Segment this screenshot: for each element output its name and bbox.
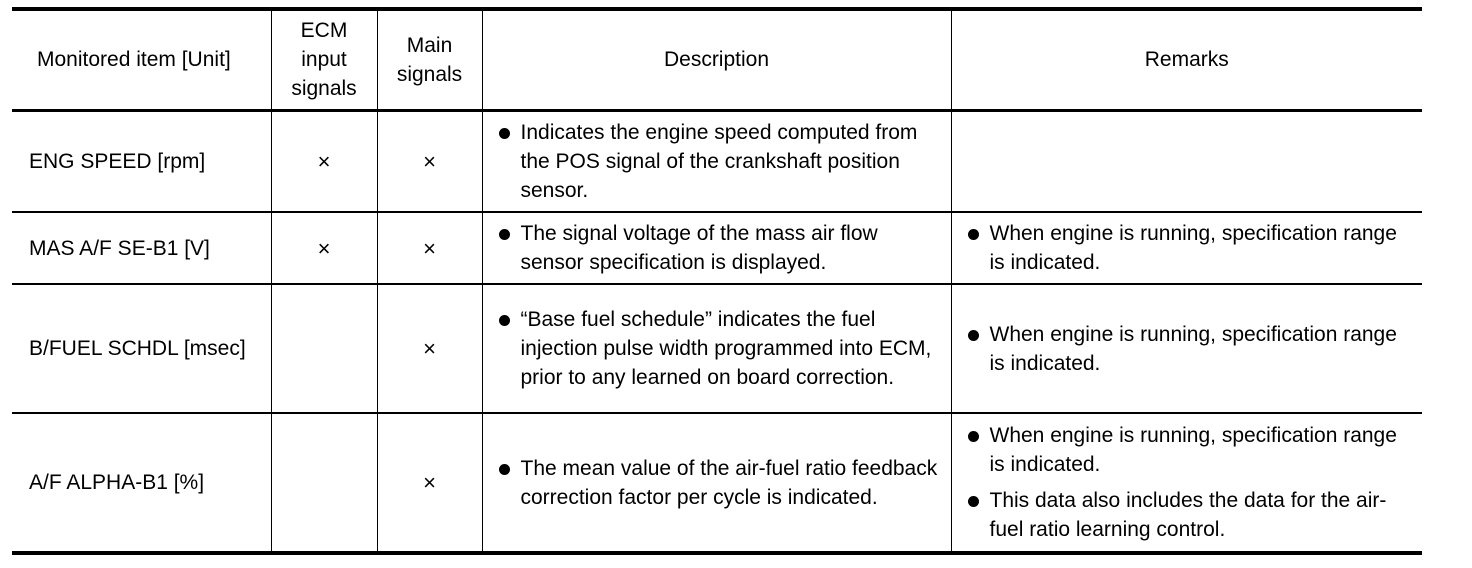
monitor-items-table: Monitored item [Unit] ECM input signals … [12, 7, 1422, 555]
monitored-item-cell: ENG SPEED [rpm] [12, 110, 272, 212]
main-signal-mark: × [376, 413, 483, 553]
main-signal-mark: × [376, 212, 483, 284]
description-list: The signal voltage of the mass air flow … [483, 219, 951, 277]
remarks-cell: When engine is running, specification ra… [950, 284, 1423, 413]
remarks-list: When engine is running, specification ra… [952, 320, 1423, 378]
ecm-input-mark [270, 284, 378, 413]
description-list: The mean value of the air-fuel ratio fee… [483, 454, 951, 512]
ecm-input-mark: × [270, 110, 378, 212]
main-signal-mark: × [376, 110, 483, 212]
monitored-item-cell: A/F ALPHA-B1 [%] [12, 413, 272, 553]
table-body: ENG SPEED [rpm]××Indicates the engine sp… [12, 110, 1422, 553]
header-row: Monitored item [Unit] ECM input signals … [12, 9, 1422, 110]
remarks-cell: When engine is running, specification ra… [950, 212, 1423, 284]
header-remarks: Remarks [950, 9, 1422, 110]
description-list: “Base fuel schedule” indicates the fuel … [483, 305, 951, 392]
table-row: B/FUEL SCHDL [msec] ×“Base fuel schedule”… [12, 284, 1422, 413]
remarks-cell [950, 110, 1422, 212]
remarks-list: When engine is running, specification ra… [952, 219, 1423, 277]
remarks-bullet-item: When engine is running, specification ra… [952, 421, 1423, 479]
remarks-cell: When engine is running, specification ra… [950, 413, 1423, 553]
table-row: ENG SPEED [rpm]××Indicates the engine sp… [12, 110, 1422, 212]
table-header: Monitored item [Unit] ECM input signals … [12, 9, 1422, 110]
remarks-bullet-item: When engine is running, specification ra… [952, 219, 1423, 277]
description-bullet-item: “Base fuel schedule” indicates the fuel … [483, 305, 951, 392]
header-monitored-item: Monitored item [Unit] [12, 9, 272, 110]
header-ecm-input-signals: ECM input signals [270, 9, 378, 110]
description-bullet-item: The signal voltage of the mass air flow … [483, 219, 951, 277]
description-list: Indicates the engine speed computed from… [483, 118, 951, 205]
header-description: Description [481, 9, 952, 110]
table-row: MAS A/F SE-B1 [V]××The signal voltage of… [12, 212, 1422, 284]
remarks-bullet-item: When engine is running, specification ra… [952, 320, 1423, 378]
description-bullet-item: Indicates the engine speed computed from… [483, 118, 951, 205]
description-cell: The mean value of the air-fuel ratio fee… [481, 413, 952, 553]
monitored-item-cell: MAS A/F SE-B1 [V] [12, 212, 272, 284]
monitored-item-cell: B/FUEL SCHDL [msec] [12, 284, 272, 413]
main-signal-mark: × [376, 284, 483, 413]
description-cell: The signal voltage of the mass air flow … [481, 212, 952, 284]
header-main-signals: Main signals [376, 9, 483, 110]
description-bullet-item: The mean value of the air-fuel ratio fee… [483, 454, 951, 512]
remarks-bullet-item: This data also includes the data for the… [952, 486, 1423, 544]
ecm-input-mark [270, 413, 378, 553]
remarks-list: When engine is running, specification ra… [952, 421, 1423, 544]
description-cell: Indicates the engine speed computed from… [481, 110, 952, 212]
description-cell: “Base fuel schedule” indicates the fuel … [481, 284, 952, 413]
table-row: A/F ALPHA-B1 [%] ×The mean value of the a… [12, 413, 1422, 553]
ecm-input-mark: × [270, 212, 378, 284]
